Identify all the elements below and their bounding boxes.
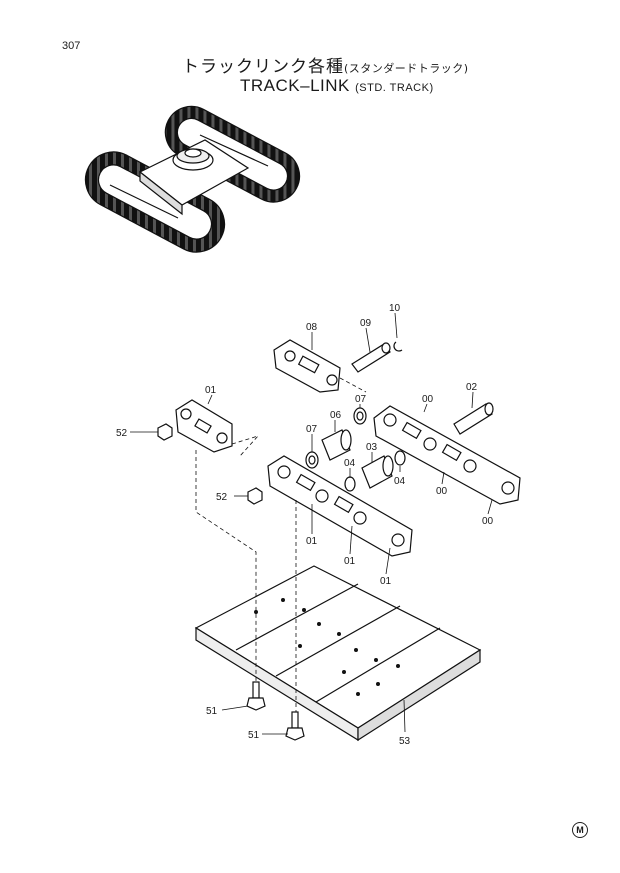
title-jp-sub: (スタンダードトラック) xyxy=(344,62,469,75)
callout-06: 06 xyxy=(330,410,342,421)
callout-00-middle: 00 xyxy=(436,486,448,497)
part-link-01-left xyxy=(175,399,233,453)
callout-08: 08 xyxy=(306,322,318,333)
copyright-mark: M xyxy=(572,822,588,838)
callout-51-lower: 51 xyxy=(248,730,260,741)
callout-00-upper: 00 xyxy=(422,394,434,405)
assembly-lines xyxy=(195,377,367,712)
callout-53: 53 xyxy=(399,736,411,747)
title-en-sub: (STD. TRACK) xyxy=(355,82,434,94)
callout-07-lower: 07 xyxy=(306,424,318,435)
part-bushing-03 xyxy=(361,455,394,489)
callout-51-upper: 51 xyxy=(206,706,218,717)
leader-lines xyxy=(130,312,493,735)
callout-01-second: 01 xyxy=(344,556,356,567)
part-seal-07-lower xyxy=(305,451,319,469)
callout-09: 09 xyxy=(360,318,372,329)
title-en-main: TRACK–LINK xyxy=(240,76,350,95)
callout-10: 10 xyxy=(389,303,401,314)
callout-02: 02 xyxy=(466,382,478,393)
part-link-chain-01 xyxy=(267,455,413,557)
callout-52-lower: 52 xyxy=(216,492,228,503)
callout-52-upper: 52 xyxy=(116,428,128,439)
part-seal-07-upper xyxy=(353,407,367,425)
callout-00-lower: 00 xyxy=(482,516,494,527)
callout-04-left: 04 xyxy=(344,458,356,469)
part-bolt-51-upper xyxy=(246,681,266,711)
part-ring-10 xyxy=(393,341,403,352)
callout-01-third: 01 xyxy=(380,576,392,587)
callout-labels: 10 08 09 01 02 52 07 00 06 07 03 04 04 0… xyxy=(116,303,494,747)
undercarriage-illustration xyxy=(84,105,301,253)
part-pin-09 xyxy=(351,342,391,373)
title-jp-main: トラックリンク各種 xyxy=(182,57,344,77)
page-number: 307 xyxy=(62,40,81,52)
title-english: TRACK–LINK (STD. TRACK) xyxy=(240,76,434,96)
callout-04-right: 04 xyxy=(394,476,406,487)
part-pin-02 xyxy=(453,402,494,435)
part-nut-52-lower xyxy=(247,487,263,505)
part-bolt-51-lower xyxy=(285,711,305,741)
part-nut-52-upper xyxy=(157,423,173,441)
part-bushing-06 xyxy=(321,429,352,461)
part-link-assembly-00 xyxy=(373,405,521,505)
callout-03: 03 xyxy=(366,442,378,453)
callout-01-top: 01 xyxy=(205,385,217,396)
callout-01-first: 01 xyxy=(306,536,318,547)
part-shoe-53 xyxy=(194,565,482,742)
callout-07-upper: 07 xyxy=(355,394,367,405)
part-link-08 xyxy=(273,339,341,393)
title-japanese: トラックリンク各種(スタンダードトラック) xyxy=(182,52,469,77)
